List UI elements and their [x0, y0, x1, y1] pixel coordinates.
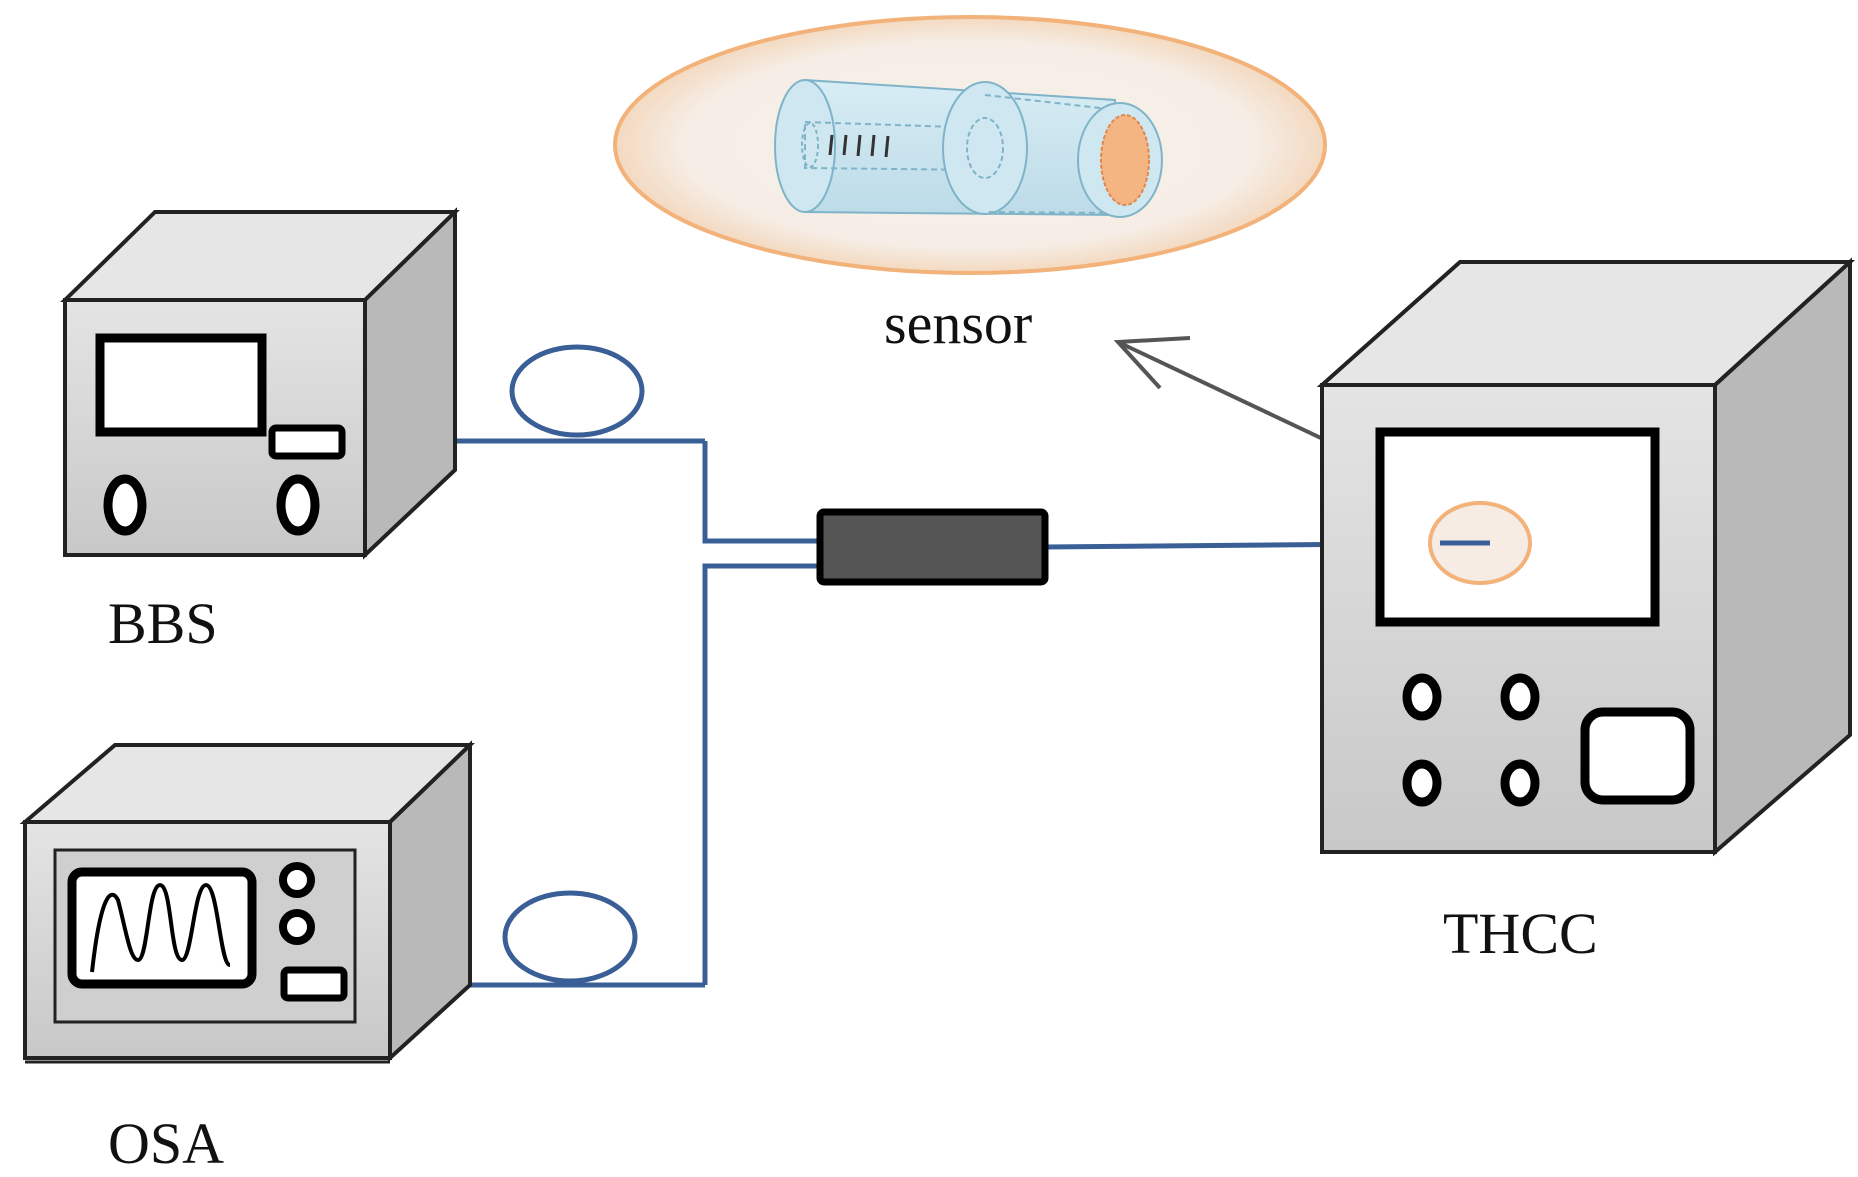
osa-label: OSA — [108, 1111, 225, 1176]
bbs-knob-right — [276, 474, 320, 536]
bbs-port — [268, 424, 346, 460]
thcc-label: THCC — [1443, 901, 1598, 966]
bbs-screen — [95, 333, 267, 437]
thcc-knob-3 — [1402, 759, 1442, 807]
osa-knob-top — [279, 862, 315, 898]
sensor-end-cap — [1100, 114, 1150, 206]
bbs-label: BBS — [108, 591, 218, 656]
thcc-display — [1580, 707, 1695, 805]
fiber-loop-icon — [509, 344, 645, 438]
osa-port — [280, 966, 348, 1002]
fiber-loop-icon — [502, 890, 638, 984]
sensor-callout — [613, 15, 1327, 275]
osa-device-icon — [19, 740, 475, 1064]
fiber-coupler-icon — [816, 508, 1049, 586]
thcc-device-icon — [1316, 257, 1856, 857]
sensor-tube-icon — [774, 78, 1163, 218]
thcc-knob-1 — [1402, 673, 1442, 721]
osa-knob-bottom — [279, 909, 315, 945]
bbs-device-icon — [60, 207, 460, 560]
thcc-knob-2 — [1500, 673, 1540, 721]
fiber-grating-icon — [828, 134, 890, 158]
sensor-label: sensor — [884, 291, 1033, 356]
thcc-knob-4 — [1500, 759, 1540, 807]
bbs-knob-left — [103, 474, 147, 536]
osa-waveform-icon — [90, 882, 232, 973]
